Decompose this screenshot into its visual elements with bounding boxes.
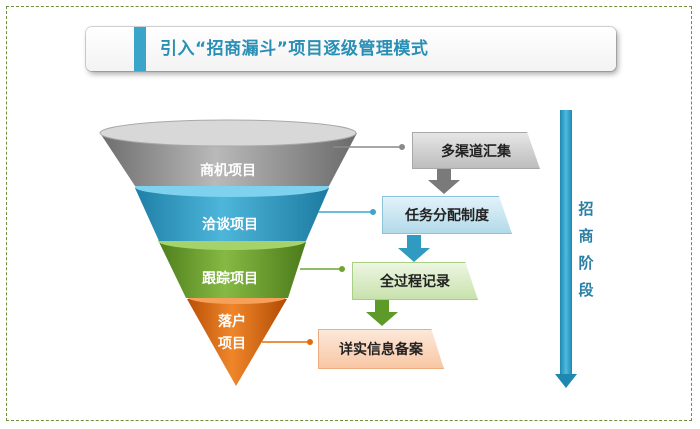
connector-dot-blue <box>370 209 376 215</box>
funnel-label-tracking: 跟踪项目 <box>202 271 258 287</box>
funnel-segment-blue <box>135 188 329 241</box>
title-banner <box>86 27 616 71</box>
step-box-task-assignment: 任务分配制度 <box>382 196 512 234</box>
funnel-segment-orange <box>187 299 287 386</box>
funnel-segment-gray <box>100 133 357 186</box>
stage-char-1: 招 <box>578 200 594 218</box>
stage-char-4: 段 <box>578 281 594 299</box>
step-label-full-record: 全过程记录 <box>380 274 450 290</box>
step-arrow-gray <box>428 168 460 194</box>
funnel-label-settled-line1: 落户 <box>218 314 246 330</box>
connector-dot-orange <box>307 339 313 345</box>
step-box-multichannel: 多渠道汇集 <box>412 132 540 169</box>
stage-char-2: 商 <box>578 227 594 245</box>
page-title: 引入“招商漏斗”项目逐级管理模式 <box>160 39 429 59</box>
stage-label: 招 商 阶 段 <box>574 196 598 304</box>
funnel-top-rim <box>99 119 357 147</box>
funnel-segment-green <box>159 242 306 298</box>
step-arrow-green <box>366 300 398 326</box>
stage-arrow-shaft <box>560 110 572 374</box>
funnel-label-settled: 落户 项目 <box>210 311 254 355</box>
step-label-detailed-filing: 详实信息备案 <box>339 342 423 358</box>
stage-arrow-head <box>555 374 577 388</box>
funnel-label-negotiation: 洽谈项目 <box>202 217 258 233</box>
connector-dot-green <box>339 266 345 272</box>
step-label-multichannel: 多渠道汇集 <box>441 143 511 160</box>
connector-dot-gray <box>399 144 405 150</box>
dashed-frame <box>6 6 692 421</box>
step-arrow-blue <box>398 235 430 262</box>
stage-char-3: 阶 <box>578 254 594 272</box>
step-label-task-assignment: 任务分配制度 <box>405 208 489 224</box>
funnel-label-business: 商机项目 <box>200 163 256 179</box>
step-box-full-record: 全过程记录 <box>352 262 478 300</box>
step-box-detailed-filing: 详实信息备案 <box>318 329 444 369</box>
title-accent-bar <box>134 27 146 71</box>
connector-lines <box>262 144 405 345</box>
funnel-label-settled-line2: 项目 <box>218 336 246 352</box>
